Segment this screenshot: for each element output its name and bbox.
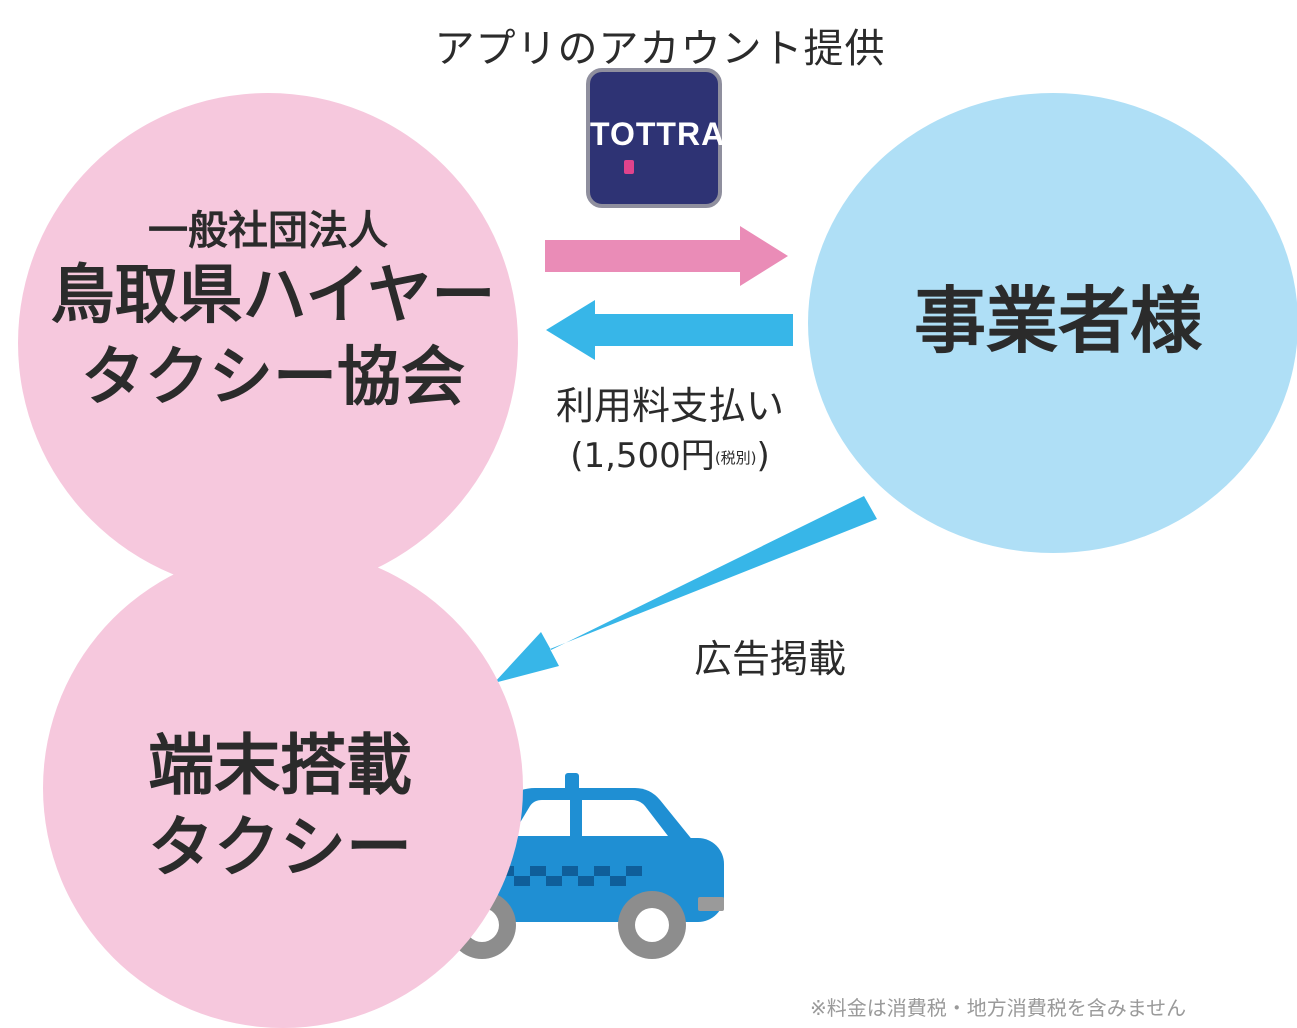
association-name-line2: タクシー協会 bbox=[81, 341, 465, 415]
association-node bbox=[18, 93, 518, 593]
taxi-node-line1: 端末搭載 bbox=[148, 727, 412, 804]
association-name: 鳥取県ハイヤー タクシー協会 bbox=[18, 255, 528, 419]
fee-amount-value: (1,500円 bbox=[570, 436, 715, 476]
footnote: ※料金は消費税・地方消費税を含みません bbox=[810, 996, 1187, 1020]
app-provision-arrow bbox=[545, 226, 788, 286]
app-account-caption: アプリのアカウント提供 bbox=[434, 26, 886, 72]
association-name-line1: 鳥取県ハイヤー bbox=[50, 259, 496, 333]
tottra-app-icon: TOTTRA bbox=[586, 68, 726, 208]
taxi-node-label: 端末搭載 タクシー bbox=[60, 725, 500, 889]
fee-payment-arrow bbox=[546, 300, 793, 360]
business-name: 事業者様 bbox=[913, 279, 1202, 363]
ad-placement-label: 広告掲載 bbox=[693, 637, 846, 681]
app-icon-pin bbox=[624, 160, 634, 174]
fee-tax-note: (税別) bbox=[714, 449, 757, 467]
fee-label: 利用料支払い bbox=[555, 384, 784, 428]
taxi-node bbox=[43, 548, 523, 1028]
app-icon-label: TOTTRA bbox=[590, 116, 726, 152]
association-subtitle: 一般社団法人 bbox=[148, 208, 388, 254]
fee-amount-close: ) bbox=[756, 436, 770, 476]
fee-amount: (1,500円(税別)) bbox=[520, 428, 820, 477]
taxi-node-line2: タクシー bbox=[148, 809, 412, 886]
ad-placement-arrow bbox=[494, 496, 877, 683]
business-node bbox=[808, 93, 1297, 553]
